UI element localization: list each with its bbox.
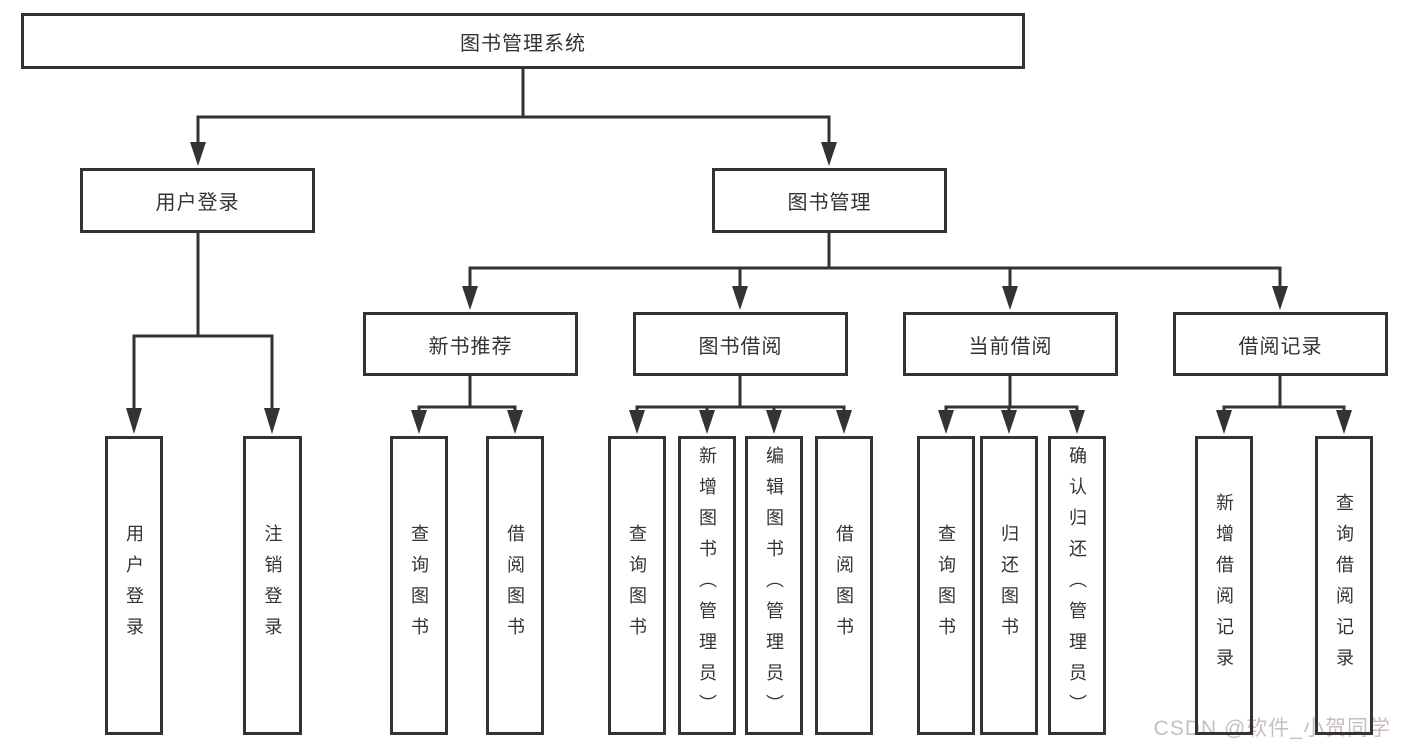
leaf-query-books-3: 查询图书 [917, 436, 975, 735]
leaf-borrow-books-1: 借阅图书 [486, 436, 544, 735]
leaf-logout: 注销登录 [243, 436, 302, 735]
leaf-return-books: 归还图书 [980, 436, 1038, 735]
leaf-label: 用户登录 [124, 523, 144, 648]
leaf-edit-books-admin: 编辑图书（管理员） [745, 436, 803, 735]
node-borrowing-records: 借阅记录 [1173, 312, 1388, 376]
leaf-query-books-1: 查询图书 [390, 436, 448, 735]
leaf-label: 注销登录 [262, 523, 283, 648]
leaf-confirm-return-admin: 确认归还（管理员） [1048, 436, 1106, 735]
node-current-borrowing: 当前借阅 [903, 312, 1118, 376]
leaf-add-borrow-record: 新增借阅记录 [1195, 436, 1253, 735]
node-root-library-system: 图书管理系统 [21, 13, 1025, 69]
leaf-user-login: 用户登录 [105, 436, 163, 735]
node-new-book-recommend: 新书推荐 [363, 312, 578, 376]
leaf-label: 查询图书 [409, 523, 429, 648]
node-label: 当前借阅 [968, 335, 1053, 358]
leaf-label: 查询图书 [936, 523, 956, 648]
leaf-query-borrow-record: 查询借阅记录 [1315, 436, 1373, 735]
leaf-label: 查询图书 [627, 523, 647, 648]
node-label: 新书推荐 [428, 335, 513, 358]
node-label: 图书管理系统 [460, 32, 586, 55]
node-book-borrowing: 图书借阅 [633, 312, 848, 376]
leaf-label: 借阅图书 [834, 523, 854, 648]
node-label: 图书借阅 [698, 335, 783, 358]
leaf-borrow-books-2: 借阅图书 [815, 436, 873, 735]
leaf-label: 查询借阅记录 [1334, 492, 1354, 679]
leaf-label: 确认归还（管理员） [1067, 446, 1087, 725]
node-book-management: 图书管理 [712, 168, 947, 233]
leaf-label: 新增借阅记录 [1214, 492, 1234, 679]
leaf-label: 归还图书 [999, 523, 1019, 648]
leaf-label: 借阅图书 [505, 523, 525, 648]
node-user-login: 用户登录 [80, 168, 315, 233]
leaf-label: 新增图书（管理员） [697, 446, 717, 725]
node-label: 用户登录 [155, 192, 240, 214]
leaf-add-books-admin: 新增图书（管理员） [678, 436, 736, 735]
leaf-label: 编辑图书（管理员） [764, 446, 784, 725]
node-label: 图书管理 [787, 192, 872, 214]
node-label: 借阅记录 [1238, 335, 1323, 358]
leaf-query-books-2: 查询图书 [608, 436, 666, 735]
